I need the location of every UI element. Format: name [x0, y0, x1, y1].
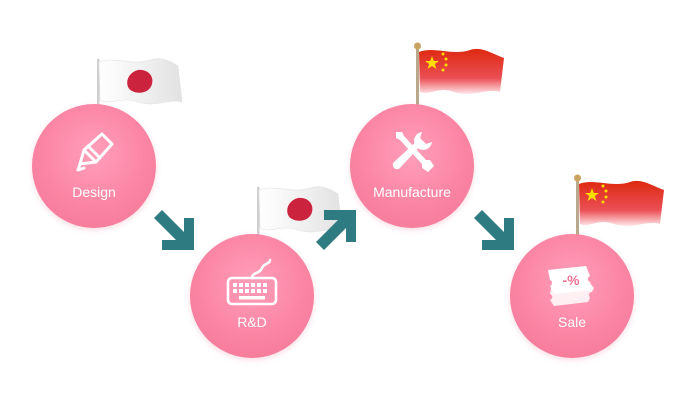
step-sale: -% Sale: [510, 234, 634, 358]
arrow-up-right-icon: [316, 210, 356, 250]
tools-icon: [392, 132, 434, 172]
step-rnd: R&D: [190, 234, 314, 358]
arrow-down-right-icon: [474, 210, 514, 250]
step-label: Manufacture: [373, 184, 451, 200]
china-flag-1: [414, 42, 504, 106]
step-label: Design: [72, 184, 116, 200]
tickets-icon: -%: [548, 266, 594, 306]
step-design: Design: [32, 104, 156, 228]
step-manufacture: Manufacture: [350, 104, 474, 228]
arrow-down-right-icon: [154, 210, 194, 250]
keyboard-icon: [226, 258, 278, 306]
china-flag-2: [574, 174, 664, 238]
step-label: Sale: [557, 314, 587, 330]
japan-flag-2: [257, 186, 343, 239]
sale-tag-text: -%: [562, 272, 580, 288]
pencil-icon: [76, 132, 114, 172]
step-label: R&D: [237, 314, 267, 330]
japan-flag-1: [97, 58, 183, 111]
